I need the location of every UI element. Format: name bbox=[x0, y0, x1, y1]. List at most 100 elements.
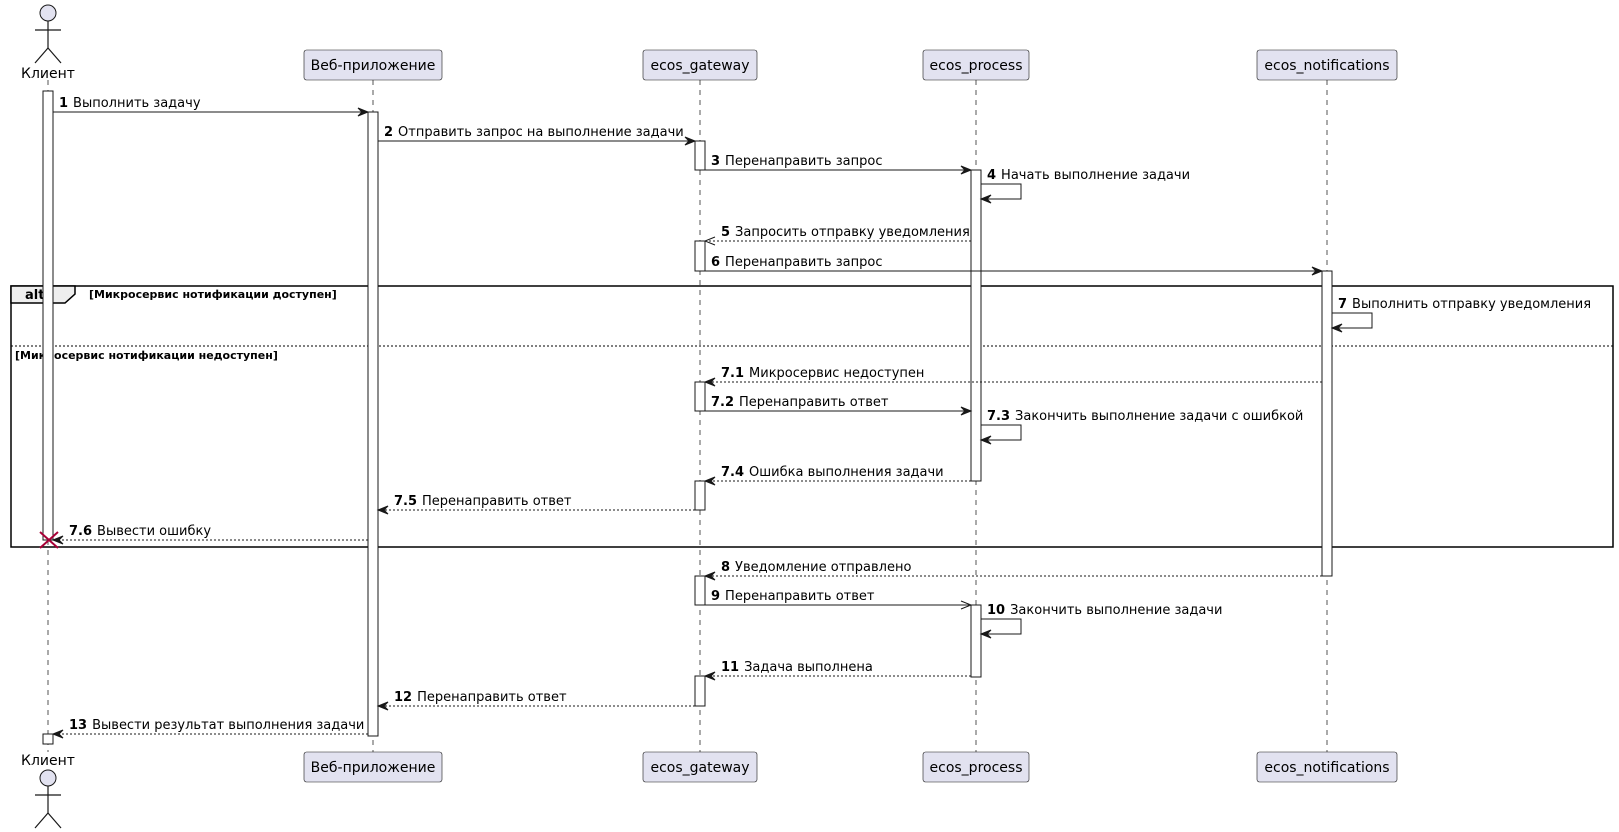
arrowhead-filled bbox=[960, 165, 973, 175]
activation-bar-web bbox=[367, 111, 379, 737]
message-7-1: 7.1 Микросервис недоступен bbox=[703, 366, 1322, 387]
activation-bar-gw bbox=[694, 140, 706, 171]
message-label: 12 Перенаправить ответ bbox=[394, 690, 567, 705]
alt-frame bbox=[10, 285, 1614, 548]
message-line bbox=[981, 183, 1022, 200]
actor-right-leg-icon bbox=[47, 812, 62, 829]
activation-bar-gw bbox=[694, 675, 706, 707]
activation-bar-gw bbox=[694, 480, 706, 511]
message-11: 11 Задача выполнена bbox=[703, 660, 971, 681]
participant-box-rect bbox=[1256, 49, 1398, 81]
activation-bar-gw bbox=[694, 575, 706, 606]
message-text: Перенаправить ответ bbox=[417, 690, 567, 705]
arrowhead-filled bbox=[979, 435, 992, 445]
arrowhead-filled bbox=[51, 729, 64, 739]
message-7: 7 Выполнить отправку уведомления bbox=[1330, 297, 1591, 333]
message-number: 13 bbox=[69, 718, 87, 733]
message-7-3: 7.3 Закончить выполнение задачи с ошибкой bbox=[979, 409, 1303, 445]
actor-head-icon bbox=[39, 4, 57, 22]
arrowhead-filled bbox=[979, 194, 992, 204]
arrowhead-filled bbox=[1330, 323, 1343, 333]
message-number: 4 bbox=[987, 168, 996, 183]
message-number: 7.1 bbox=[721, 366, 744, 381]
participant-box-rect bbox=[303, 49, 443, 81]
message-text: Выполнить отправку уведомления bbox=[1352, 297, 1591, 312]
message-text: Запросить отправку уведомления bbox=[735, 225, 970, 240]
actor-head-icon bbox=[39, 769, 57, 787]
activation-bar-gw bbox=[694, 381, 706, 412]
participant-box-rect bbox=[1256, 751, 1398, 783]
message-number: 11 bbox=[721, 660, 739, 675]
message-line bbox=[981, 618, 1022, 635]
message-text: Отправить запрос на выполнение задачи bbox=[398, 125, 684, 140]
participant-box-rect bbox=[922, 751, 1030, 783]
message-label: 7.3 Закончить выполнение задачи с ошибкой bbox=[987, 409, 1303, 424]
participant-label-top: Клиент bbox=[21, 66, 75, 82]
arrowhead-open bbox=[960, 600, 973, 610]
actor-client-bottom bbox=[34, 769, 62, 829]
alt-fragment: alt[Микросервис нотификации доступен][Ми… bbox=[10, 285, 1614, 548]
participant-label: ecos_gateway bbox=[650, 58, 749, 74]
destroy-x-icon bbox=[39, 531, 59, 549]
message-text: Закончить выполнение задачи bbox=[1010, 603, 1222, 618]
participant-label: ecos_process bbox=[930, 760, 1023, 776]
message-line bbox=[981, 424, 1022, 441]
message-number: 12 bbox=[394, 690, 412, 705]
alt-keyword: alt bbox=[25, 288, 44, 303]
arrowhead-filled bbox=[703, 476, 716, 486]
participant-box-proc-bottom: ecos_process bbox=[922, 751, 1030, 783]
activation-bars bbox=[42, 90, 1333, 745]
alt-guard-unavailable: [Микросервис нотификации недоступен] bbox=[15, 349, 278, 362]
message-text: Вывести результат выполнения задачи bbox=[92, 718, 364, 733]
message-text: Задача выполнена bbox=[744, 660, 873, 675]
participant-label: ecos_gateway bbox=[650, 760, 749, 776]
message-7-2: 7.2 Перенаправить ответ bbox=[705, 395, 973, 416]
message-12: 12 Перенаправить ответ bbox=[376, 690, 695, 711]
arrowhead-filled bbox=[357, 107, 370, 117]
participant-label: Веб-приложение bbox=[311, 760, 436, 776]
actor-left-leg-icon bbox=[34, 812, 49, 829]
message-number: 7.3 bbox=[987, 409, 1010, 424]
message-text: Закончить выполнение задачи с ошибкой bbox=[1015, 409, 1303, 424]
participant-box-rect bbox=[922, 49, 1030, 81]
message-number: 7.2 bbox=[711, 395, 734, 410]
participant-box-notif-top: ecos_notifications bbox=[1256, 49, 1398, 81]
message-number: 9 bbox=[711, 589, 720, 604]
actor-client-top bbox=[34, 4, 62, 64]
participant-box-rect bbox=[642, 751, 758, 783]
message-line bbox=[1332, 312, 1373, 329]
arrowhead-filled bbox=[960, 406, 973, 416]
participant-label: Веб-приложение bbox=[311, 58, 436, 74]
message-number: 3 bbox=[711, 154, 720, 169]
message-13: 13 Вывести результат выполнения задачи bbox=[51, 718, 368, 739]
message-text: Микросервис недоступен bbox=[749, 366, 924, 381]
participant-box-notif-bottom: ecos_notifications bbox=[1256, 751, 1398, 783]
participant-box-gw-bottom: ecos_gateway bbox=[642, 751, 758, 783]
message-number: 7 bbox=[1338, 297, 1347, 312]
arrowhead-filled bbox=[979, 629, 992, 639]
participant-box-rect bbox=[303, 751, 443, 783]
participant-box-proc-top: ecos_process bbox=[922, 49, 1030, 81]
message-label: 13 Вывести результат выполнения задачи bbox=[69, 718, 364, 733]
participant-box-rect bbox=[642, 49, 758, 81]
message-text: Перенаправить ответ bbox=[739, 395, 889, 410]
participant-label: ecos_notifications bbox=[1264, 760, 1389, 776]
message-number: 6 bbox=[711, 255, 720, 270]
message-text: Уведомление отправлено bbox=[735, 560, 911, 575]
message-label: 7.1 Микросервис недоступен bbox=[721, 366, 924, 381]
